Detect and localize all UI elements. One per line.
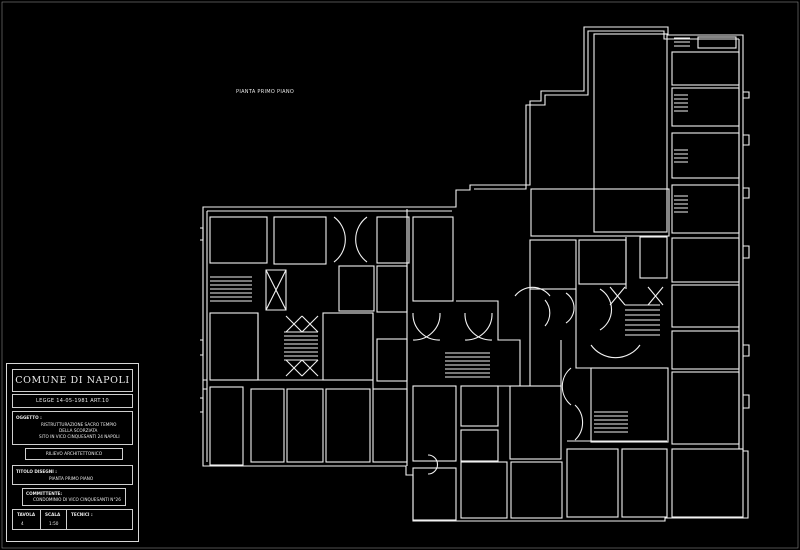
title-block: COMUNE DI NAPOLI LEGGE 14-05-1981 ART.10… [6,363,139,542]
rilievo-label: RILIEVO ARCHITETTONICO [25,448,123,460]
tavola-cell: TAVOLA 4 [13,510,41,529]
tavola-scala-row: TAVOLA 4 SCALA 1:50 TECNICI : [12,509,133,530]
titolo-value: PIANTA PRIMO PIANO [49,476,94,481]
titolo-label: TITOLO DISEGNI : [16,469,57,474]
committente-value: CONDOMINIO DI VICO CINQUESANTI N°26 [33,497,121,502]
tavola-label: TAVOLA [17,512,36,517]
oggetto-line: SITO IN VICO CINQUESANTI 24 NAPOLI [39,434,120,439]
tecnici-cell: TECNICI : [67,510,134,529]
committente-section: COMMITTENTE: CONDOMINIO DI VICO CINQUESA… [22,488,126,506]
outer-wall [202,26,749,522]
tecnici-label: TECNICI : [71,512,93,517]
tavola-value: 4 [21,521,24,526]
scala-label: SCALA [45,512,61,517]
oggetto-line: DELLA SCORZIATA [59,428,98,433]
scala-value: 1:50 [49,521,59,526]
oggetto-section: OGGETTO : RISTRUTTURAZIONE SACRO TEMPIO … [12,411,133,445]
oggetto-line: RISTRUTTURAZIONE SACRO TEMPIO [41,422,117,427]
scala-cell: SCALA 1:50 [41,510,67,529]
oggetto-label: OGGETTO : [16,415,42,420]
legge-reference: LEGGE 14-05-1981 ART.10 [12,394,133,408]
comune-header: COMUNE DI NAPOLI [12,369,133,392]
plan-title: PIANTA PRIMO PIANO [236,89,295,95]
committente-label: COMMITTENTE: [26,491,63,496]
titolo-section: TITOLO DISEGNI : PIANTA PRIMO PIANO [12,465,133,485]
